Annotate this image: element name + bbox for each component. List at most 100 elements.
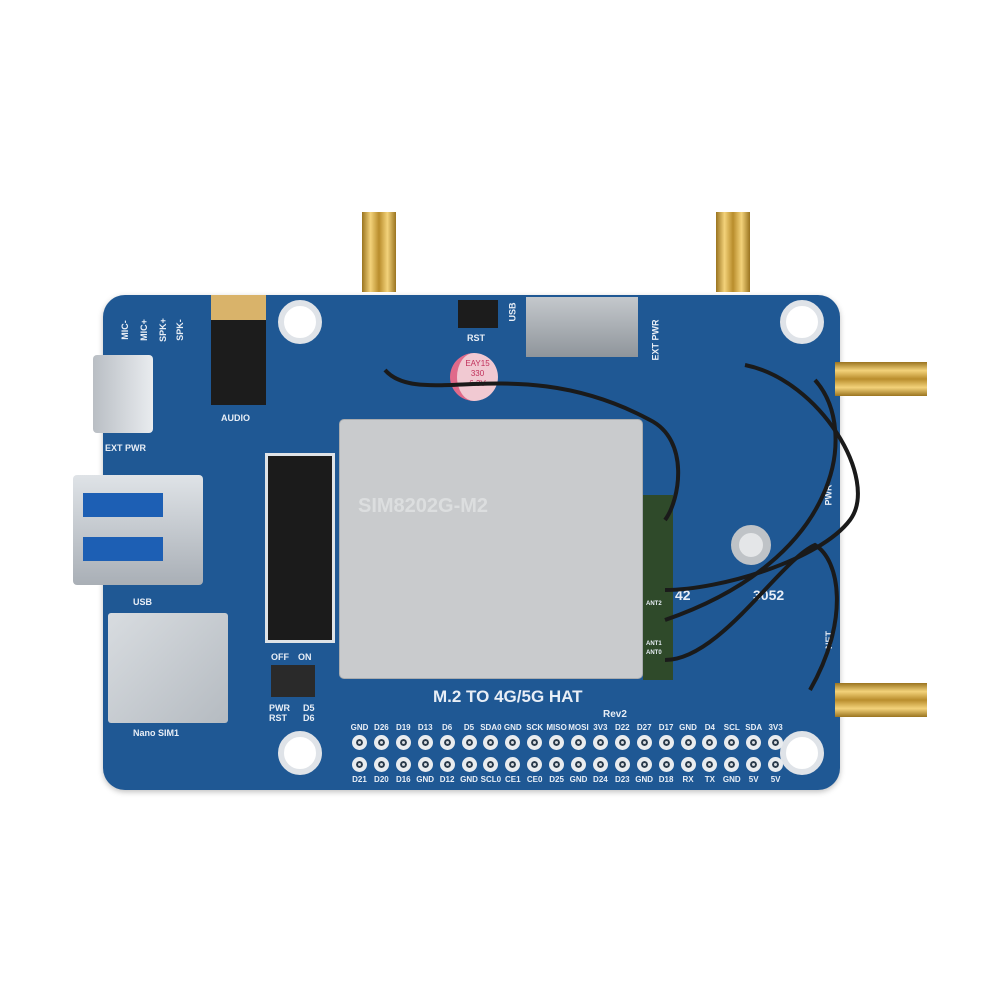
gpio-pin [395, 735, 411, 750]
gpio-pin-label: GND [503, 723, 522, 732]
gpio-pin [527, 735, 543, 750]
gpio-pin-label: RX [682, 775, 694, 784]
module-carrier [643, 495, 673, 680]
rst-label: RST [467, 333, 485, 343]
size-52-label: 3052 [753, 587, 785, 603]
gpio-pin [505, 735, 521, 750]
gpio-pin [768, 735, 784, 750]
ant2-label: ANT2 [646, 601, 662, 607]
gpio-pin [373, 757, 389, 772]
gpio-pin-label: GND [679, 723, 697, 732]
audio-jack[interactable] [211, 295, 266, 405]
usb-c-port[interactable] [93, 355, 153, 433]
module-name: SIM8202G-M2 [358, 495, 489, 517]
dip-row1-label: PWR [269, 703, 290, 713]
gpio-pin-label: SCL [723, 723, 740, 732]
gpio-pin [395, 757, 411, 772]
gpio-pin [373, 735, 389, 750]
gpio-pin [417, 735, 433, 750]
gpio-pin [702, 757, 718, 772]
audio-label: AUDIO [221, 413, 250, 423]
power-slide-switch[interactable] [526, 297, 638, 357]
gpio-pin [439, 735, 455, 750]
gpio-pin [417, 757, 433, 772]
gpio-pin-label: GND [350, 723, 369, 732]
gpio-pin-label: D25 [549, 775, 564, 784]
capacitor-text: EAY15 [465, 359, 490, 368]
gpio-pin-label: D18 [658, 775, 674, 784]
gpio-pin-label: SDA0 [480, 723, 502, 732]
ant0-label: ANT0 [646, 650, 662, 656]
gpio-pin-label: D4 [704, 723, 715, 732]
board-revision: Rev2 [603, 709, 627, 720]
gpio-pin [352, 735, 367, 750]
gpio-pin-label: SCL0 [480, 775, 502, 784]
dip-off-label: OFF [271, 652, 289, 662]
gpio-pin [549, 757, 565, 772]
gpio-pin [592, 757, 608, 772]
gpio-pin [658, 757, 674, 772]
usb-a-port[interactable] [73, 475, 203, 585]
gpio-pin [614, 735, 630, 750]
gpio-pin-label: CE0 [526, 775, 543, 784]
gpio-pin-label: MISO [546, 723, 567, 732]
nano-sim-label: Nano SIM1 [133, 728, 180, 738]
ant1-label: ANT1 [646, 641, 662, 647]
dip-row1-value: D5 [303, 703, 315, 713]
mounting-hole [780, 731, 824, 775]
gpio-pin [461, 735, 477, 750]
pcb-board: MIC- MIC+ SPK+ SPK- AUDIO EXT PWR USB Na… [73, 295, 840, 790]
gpio-pin [702, 735, 718, 750]
gpio-pin-label: D12 [439, 775, 455, 784]
dip-on-label: ON [298, 652, 312, 662]
gpio-pin [352, 757, 367, 772]
gpio-pin-label: D16 [395, 775, 411, 784]
gpio-pin-label: D20 [374, 775, 389, 784]
gpio-pin [680, 735, 696, 750]
gpio-pin [724, 735, 740, 750]
gpio-pin [746, 735, 762, 750]
gpio-pin [658, 735, 674, 750]
gpio-pin-label: D26 [374, 723, 389, 732]
gpio-pin [439, 757, 455, 772]
gpio-pin-label: D6 [441, 723, 453, 732]
gpio-pin-label: GND [460, 775, 478, 784]
gpio-pin [571, 735, 586, 750]
reset-button[interactable] [458, 300, 498, 328]
gpio-pin-label: GND [569, 775, 588, 784]
gpio-pin [571, 757, 586, 772]
gpio-pin-label: TX [704, 775, 715, 784]
gpio-pin-label: D27 [636, 723, 652, 732]
nano-sim-slot[interactable] [108, 613, 228, 723]
mounting-hole [278, 731, 322, 775]
gpio-pin-label: D13 [417, 723, 433, 732]
gpio-pin [636, 735, 652, 750]
gpio-pin-label: GND [722, 775, 741, 784]
gpio-pin [527, 757, 543, 772]
gpio-pin-label: 3V3 [593, 723, 608, 732]
gpio-pin [768, 757, 784, 772]
dip-row2-label: RST [269, 713, 287, 723]
gpio-pin [483, 757, 499, 772]
capacitor-text: 330 [470, 369, 485, 378]
gpio-pin [483, 735, 499, 750]
standoff-screw [731, 525, 771, 565]
gpio-pin-label: D5 [463, 723, 475, 732]
mounting-hole [278, 300, 322, 344]
gpio-pin-label: CE1 [505, 775, 521, 784]
board-title: M.2 TO 4G/5G HAT [433, 687, 583, 706]
gpio-pin-label: GND [635, 775, 654, 784]
sma-connector-top-right [716, 212, 750, 292]
gpio-pin [505, 757, 521, 772]
gpio-pin [636, 757, 652, 772]
gpio-pin [461, 757, 477, 772]
sma-connector-right-bottom [835, 683, 927, 717]
gpio-pin-label: SDA [745, 723, 763, 732]
gpio-pin-label: D19 [395, 723, 411, 732]
gpio-pin-label: SCK [526, 723, 544, 732]
gpio-pin-label: 5V [770, 775, 781, 784]
gpio-pin-label: D23 [614, 775, 630, 784]
gpio-pin-label: D21 [352, 775, 367, 784]
sma-connector-top-left [362, 212, 396, 292]
dip-switch[interactable] [271, 665, 315, 697]
